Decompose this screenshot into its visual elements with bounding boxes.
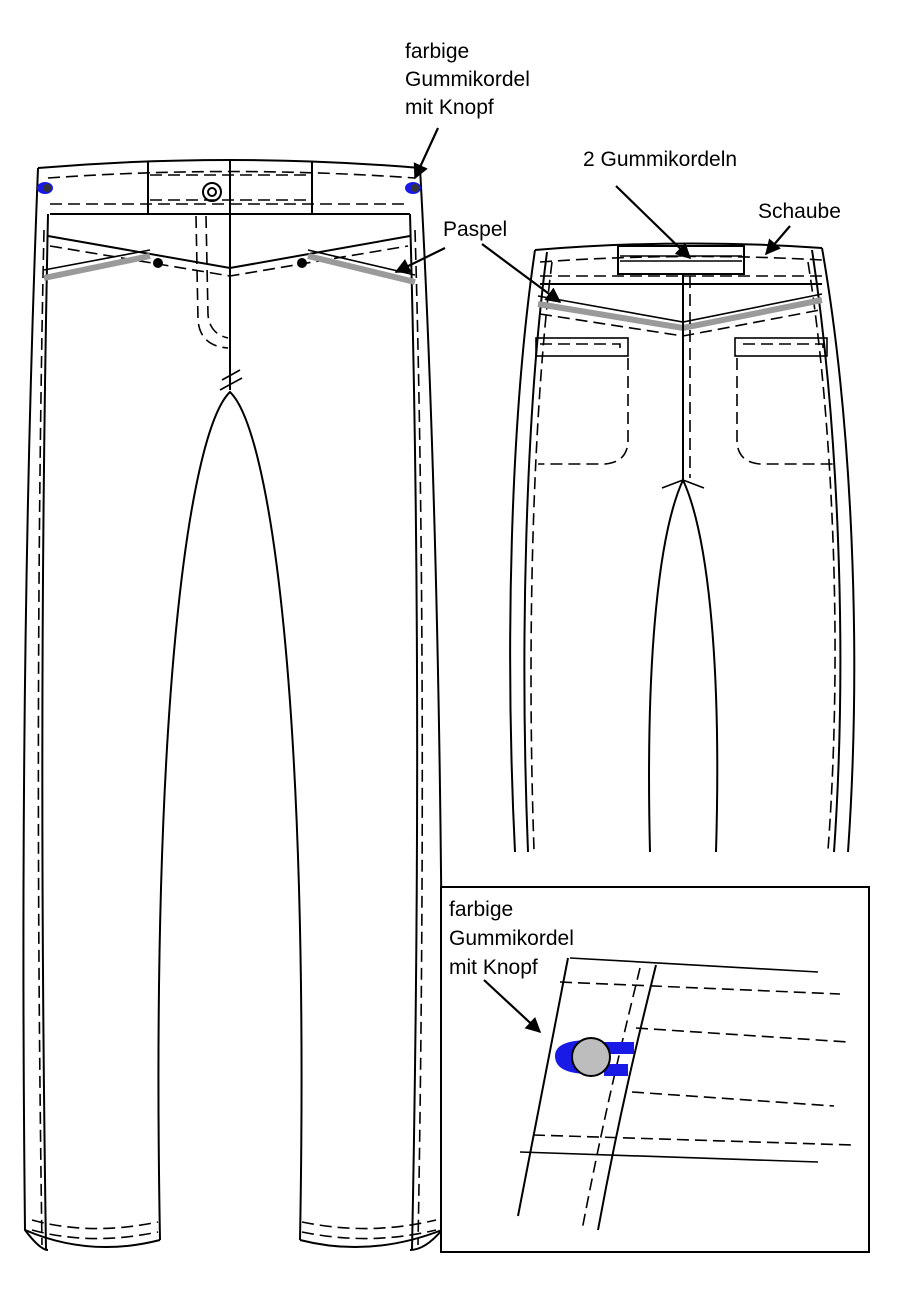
front-waistband	[37, 159, 421, 215]
back-inseam	[648, 477, 719, 853]
front-left-hem	[24, 1229, 161, 1249]
front-inseam	[157, 390, 303, 1241]
back-pocket-right	[734, 337, 838, 465]
front-cord-arrow	[413, 127, 439, 180]
detail-inset: farbige Gummikordel mit Knopf	[440, 886, 870, 1253]
detail-label-line3: mit Knopf	[449, 956, 538, 979]
front-cord-label-line1: farbige	[405, 40, 469, 63]
two-cords-arrow	[615, 185, 692, 260]
back-view	[509, 242, 856, 853]
front-cord-right	[405, 182, 421, 194]
detail-label-line1: farbige	[449, 898, 513, 921]
two-cords-annotation: 2 Gummikordeln	[583, 148, 737, 260]
piping-arrow-front	[394, 247, 446, 273]
front-view	[22, 159, 444, 1251]
detail-cord-button	[555, 1037, 634, 1077]
yoke-label: Schaube	[758, 200, 841, 223]
piping-annotation: Paspel	[394, 218, 562, 303]
back-outline-right	[821, 247, 856, 853]
front-right-hem	[299, 1229, 443, 1249]
front-rivet-right	[297, 258, 307, 268]
yoke-arrow	[764, 225, 791, 256]
detail-label-line2: Gummikordel	[449, 927, 574, 950]
two-cords-label: 2 Gummikordeln	[583, 148, 737, 171]
front-outline-right	[409, 167, 444, 1251]
front-side-seam-left	[41, 213, 49, 1251]
back-pocket-left	[535, 337, 629, 465]
front-piping-left	[43, 253, 151, 281]
front-piping-right	[307, 253, 416, 285]
front-cord-label-line2: Gummikordel	[405, 68, 530, 91]
front-cord-label-line3: mit Knopf	[405, 96, 494, 119]
front-rivet-left	[153, 258, 163, 268]
piping-label: Paspel	[443, 218, 507, 241]
front-side-seam-right	[409, 213, 419, 1251]
front-cord-annotation: farbige Gummikordel mit Knopf	[405, 40, 530, 180]
front-cord-left	[37, 182, 53, 194]
detail-arrow	[483, 979, 542, 1034]
back-outline-left	[509, 249, 536, 853]
waist-button	[202, 182, 222, 202]
yoke-annotation: Schaube	[758, 200, 841, 256]
front-outline-left	[22, 167, 49, 1251]
piping-arrow-back	[481, 243, 562, 303]
